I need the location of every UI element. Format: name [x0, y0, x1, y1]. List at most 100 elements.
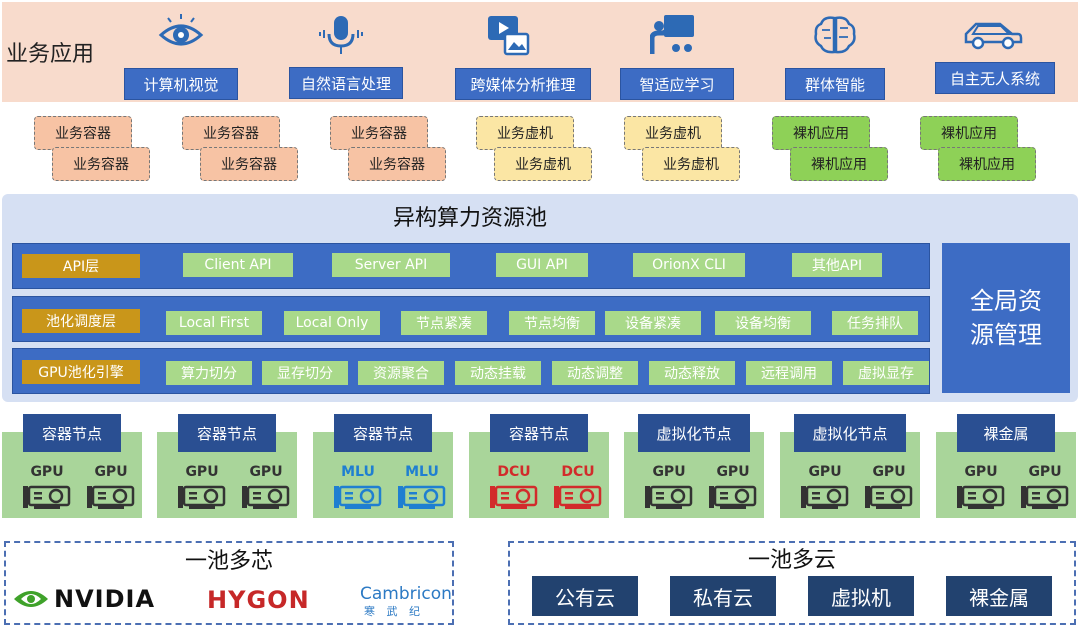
presenter-icon — [650, 15, 694, 54]
app-nlp[interactable]: 自然语言处理 — [289, 67, 403, 99]
app-cross-media[interactable]: 跨媒体分析推理 — [455, 68, 591, 100]
engine-resource-aggregate[interactable]: 资源聚合 — [358, 361, 444, 385]
gpu-card-icon — [490, 485, 538, 509]
api-client[interactable]: Client API — [183, 253, 293, 277]
api-gui[interactable]: GUI API — [496, 253, 588, 277]
eye-icon — [158, 14, 204, 46]
gpu-card-icon — [242, 485, 290, 509]
chip-label: MLU — [405, 464, 439, 480]
app-autonomous-systems[interactable]: 自主无人系统 — [935, 62, 1055, 94]
gpu-card-icon — [801, 485, 849, 509]
chip-label: GPU — [249, 464, 283, 480]
layer-scheduling-label: 池化调度层 — [22, 309, 140, 333]
multicloud-box — [508, 541, 1076, 625]
cloud-private[interactable]: 私有云 — [670, 576, 776, 616]
gpu-card-icon — [554, 485, 602, 509]
workload-container-front[interactable]: 业务容器 — [200, 147, 298, 181]
engine-dynamic-adjust[interactable]: 动态调整 — [552, 361, 638, 385]
app-computer-vision[interactable]: 计算机视觉 — [124, 68, 238, 100]
workload-vm-back[interactable]: 业务虚机 — [624, 116, 722, 150]
workload-container-front[interactable]: 业务容器 — [52, 147, 150, 181]
chip-label: MLU — [341, 464, 375, 480]
chip-label: GPU — [1028, 464, 1062, 480]
workload-container-back[interactable]: 业务容器 — [34, 116, 132, 150]
node-title[interactable]: 虚拟化节点 — [638, 414, 750, 452]
chip-label: DCU — [561, 464, 595, 480]
multichip-title: 一池多芯 — [184, 549, 273, 574]
brand-cambricon: Cambricon — [360, 584, 452, 604]
chip-label: GPU — [808, 464, 842, 480]
chip-label: GPU — [30, 464, 64, 480]
workload-baremetal-back[interactable]: 裸机应用 — [920, 116, 1018, 150]
app-adaptive-learning[interactable]: 智适应学习 — [620, 68, 734, 100]
layer-engine-label: GPU池化引擎 — [22, 360, 140, 384]
chip-label: GPU — [716, 464, 750, 480]
cloud-public[interactable]: 公有云 — [532, 576, 638, 616]
engine-dynamic-release[interactable]: 动态释放 — [649, 361, 735, 385]
chip-label: GPU — [94, 464, 128, 480]
node-title[interactable]: 容器节点 — [334, 414, 432, 452]
engine-memory-split[interactable]: 显存切分 — [262, 361, 348, 385]
workload-baremetal-front[interactable]: 裸机应用 — [938, 147, 1036, 181]
chip-label: GPU — [185, 464, 219, 480]
sched-node-compact[interactable]: 节点紧凑 — [401, 311, 487, 335]
workload-vm-front[interactable]: 业务虚机 — [494, 147, 592, 181]
node-title[interactable]: 容器节点 — [23, 414, 121, 452]
engine-remote-call[interactable]: 远程调用 — [746, 361, 832, 385]
workload-vm-front[interactable]: 业务虚机 — [642, 147, 740, 181]
gpu-card-icon — [1021, 485, 1069, 509]
global-line-2: 源管理 — [970, 321, 1042, 349]
gpu-card-icon — [709, 485, 757, 509]
node-title[interactable]: 容器节点 — [178, 414, 276, 452]
cloud-vm[interactable]: 虚拟机 — [808, 576, 914, 616]
app-swarm-intelligence[interactable]: 群体智能 — [785, 68, 885, 100]
brand-hygon: HYGON — [207, 586, 310, 614]
node-title[interactable]: 容器节点 — [490, 414, 588, 452]
gpu-card-icon — [178, 485, 226, 509]
brand-nvidia: NVIDIA — [54, 585, 156, 613]
sched-local-only[interactable]: Local Only — [284, 311, 380, 335]
sched-task-queue[interactable]: 任务排队 — [832, 311, 918, 335]
sched-local-first[interactable]: Local First — [166, 311, 262, 335]
api-other[interactable]: 其他API — [792, 253, 882, 277]
gpu-card-icon — [957, 485, 1005, 509]
chip-label: GPU — [964, 464, 998, 480]
api-server[interactable]: Server API — [332, 253, 450, 277]
brand-cambricon-cn: 寒 武 纪 — [364, 605, 424, 618]
global-line-1: 全局资 — [970, 287, 1042, 315]
workload-baremetal-front[interactable]: 裸机应用 — [790, 147, 888, 181]
gpu-card-icon — [865, 485, 913, 509]
multichip-box — [4, 541, 454, 625]
nvidia-logo-icon — [14, 591, 48, 607]
band-title: 业务应用 — [6, 42, 95, 67]
chip-label: GPU — [872, 464, 906, 480]
cloud-baremetal[interactable]: 裸金属 — [946, 576, 1052, 616]
node-title[interactable]: 裸金属 — [957, 414, 1055, 452]
multicloud-title: 一池多云 — [747, 548, 836, 573]
engine-virtual-memory[interactable]: 虚拟显存 — [843, 361, 929, 385]
sched-device-compact[interactable]: 设备紧凑 — [605, 311, 701, 335]
sched-device-balance[interactable]: 设备均衡 — [715, 311, 811, 335]
layer-api — [12, 243, 930, 289]
pool-title: 异构算力资源池 — [392, 206, 547, 231]
sched-node-balance[interactable]: 节点均衡 — [509, 311, 595, 335]
brain-icon — [814, 16, 856, 54]
layer-api-label: API层 — [22, 254, 140, 278]
workload-container-back[interactable]: 业务容器 — [330, 116, 428, 150]
workload-container-back[interactable]: 业务容器 — [182, 116, 280, 150]
workload-baremetal-back[interactable]: 裸机应用 — [772, 116, 870, 150]
api-orionx-cli[interactable]: OrionX CLI — [633, 253, 745, 277]
node-title[interactable]: 虚拟化节点 — [794, 414, 906, 452]
global-resource-management[interactable]: 全局资 源管理 — [942, 243, 1070, 393]
chip-label: DCU — [497, 464, 531, 480]
engine-dynamic-mount[interactable]: 动态挂载 — [455, 361, 541, 385]
engine-compute-split[interactable]: 算力切分 — [166, 361, 252, 385]
gpu-card-icon — [334, 485, 382, 509]
chip-label: GPU — [652, 464, 686, 480]
gpu-card-icon — [23, 485, 71, 509]
workload-vm-back[interactable]: 业务虚机 — [476, 116, 574, 150]
workload-container-front[interactable]: 业务容器 — [348, 147, 446, 181]
microphone-icon — [319, 16, 363, 54]
media-icon — [488, 16, 530, 56]
gpu-card-icon — [87, 485, 135, 509]
